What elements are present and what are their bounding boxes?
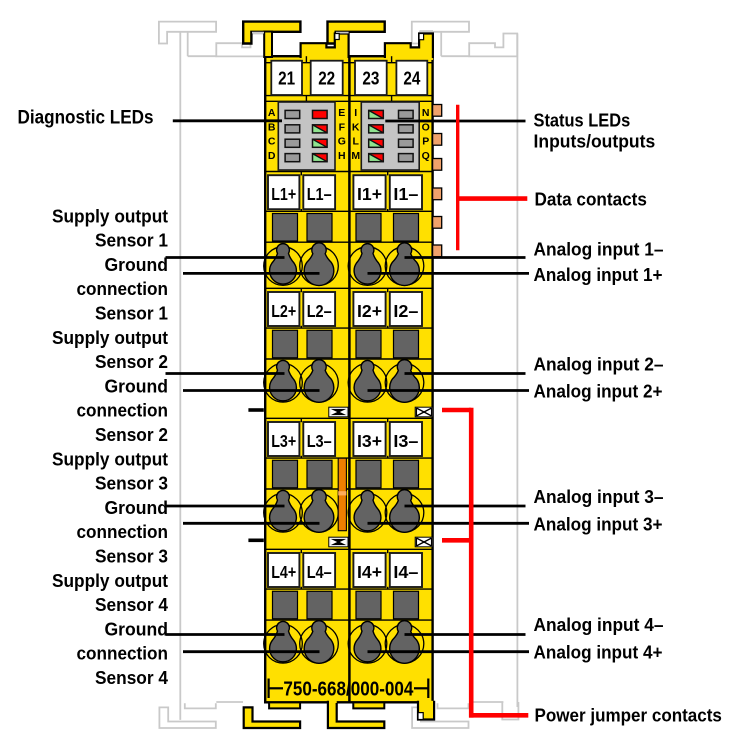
svg-text:Status LEDs: Status LEDs xyxy=(534,109,631,130)
svg-text:I4–: I4– xyxy=(393,562,418,582)
svg-text:I2–: I2– xyxy=(393,301,418,321)
svg-text:Supply output: Supply output xyxy=(52,328,168,348)
svg-text:Diagnostic LEDs: Diagnostic LEDs xyxy=(18,107,154,128)
svg-text:Ground: Ground xyxy=(105,619,169,639)
svg-text:F: F xyxy=(339,121,346,133)
svg-text:Analog input 2+: Analog input 2+ xyxy=(534,381,663,402)
svg-text:Q: Q xyxy=(422,150,430,162)
svg-text:Analog input 4–: Analog input 4– xyxy=(534,614,664,635)
svg-text:Supply output: Supply output xyxy=(52,571,168,591)
svg-text:Analog input 1+: Analog input 1+ xyxy=(534,264,663,285)
svg-text:L: L xyxy=(352,136,359,148)
svg-text:Supply output: Supply output xyxy=(52,206,168,226)
svg-text:750-668/000-004: 750-668/000-004 xyxy=(283,678,413,701)
svg-text:21: 21 xyxy=(278,68,295,88)
svg-text:I: I xyxy=(354,107,357,119)
svg-text:I4+: I4+ xyxy=(357,562,382,582)
svg-text:Sensor 2: Sensor 2 xyxy=(95,425,168,445)
svg-text:Analog input 1–: Analog input 1– xyxy=(534,239,664,260)
svg-text:C: C xyxy=(268,136,276,148)
svg-text:L2+: L2+ xyxy=(271,301,296,321)
svg-text:connection: connection xyxy=(77,401,169,421)
svg-text:L3+: L3+ xyxy=(271,431,296,451)
svg-text:Analog input 3+: Analog input 3+ xyxy=(534,514,663,535)
svg-text:Analog input 3–: Analog input 3– xyxy=(534,486,664,507)
svg-text:E: E xyxy=(338,107,345,119)
svg-text:Sensor 3: Sensor 3 xyxy=(95,474,168,494)
svg-text:Analog input 4+: Analog input 4+ xyxy=(534,642,663,663)
svg-text:Supply output: Supply output xyxy=(52,449,168,469)
svg-text:N: N xyxy=(422,107,430,119)
svg-text:A: A xyxy=(268,107,276,119)
svg-text:H: H xyxy=(338,150,346,162)
svg-text:Power jumper contacts: Power jumper contacts xyxy=(535,705,722,726)
svg-text:connection: connection xyxy=(77,644,169,664)
svg-text:Ground: Ground xyxy=(105,498,169,518)
svg-text:23: 23 xyxy=(362,68,379,88)
svg-text:L3–: L3– xyxy=(307,431,332,451)
svg-text:I2+: I2+ xyxy=(357,301,382,321)
svg-text:D: D xyxy=(268,150,276,162)
svg-text:connection: connection xyxy=(77,522,169,542)
svg-text:L4–: L4– xyxy=(307,562,332,582)
svg-text:Sensor 3: Sensor 3 xyxy=(95,547,168,567)
svg-text:Sensor 4: Sensor 4 xyxy=(95,668,168,688)
svg-text:L1–: L1– xyxy=(307,184,332,204)
svg-text:connection: connection xyxy=(77,279,169,299)
svg-text:B: B xyxy=(268,121,276,133)
svg-text:Sensor 1: Sensor 1 xyxy=(95,304,168,324)
svg-text:L4+: L4+ xyxy=(271,562,296,582)
svg-text:L2–: L2– xyxy=(307,301,332,321)
svg-text:Sensor 4: Sensor 4 xyxy=(95,595,168,615)
svg-text:K: K xyxy=(352,121,360,133)
svg-text:Sensor 1: Sensor 1 xyxy=(95,231,168,251)
svg-text:L1+: L1+ xyxy=(271,184,296,204)
svg-text:Analog input 2–: Analog input 2– xyxy=(534,354,664,375)
svg-text:G: G xyxy=(338,136,346,148)
svg-text:I3–: I3– xyxy=(393,431,418,451)
svg-text:O: O xyxy=(422,121,430,133)
svg-text:I3+: I3+ xyxy=(357,431,382,451)
svg-text:Ground: Ground xyxy=(105,255,169,275)
svg-text:Sensor 2: Sensor 2 xyxy=(95,352,168,372)
svg-text:I1+: I1+ xyxy=(357,184,382,204)
svg-text:22: 22 xyxy=(318,68,335,88)
svg-text:I1–: I1– xyxy=(393,184,418,204)
svg-text:Ground: Ground xyxy=(105,376,169,396)
svg-text:M: M xyxy=(351,150,360,162)
svg-text:24: 24 xyxy=(403,68,420,88)
svg-text:Inputs/outputs: Inputs/outputs xyxy=(534,130,656,151)
svg-text:P: P xyxy=(422,136,429,148)
svg-text:Data contacts: Data contacts xyxy=(535,188,647,209)
